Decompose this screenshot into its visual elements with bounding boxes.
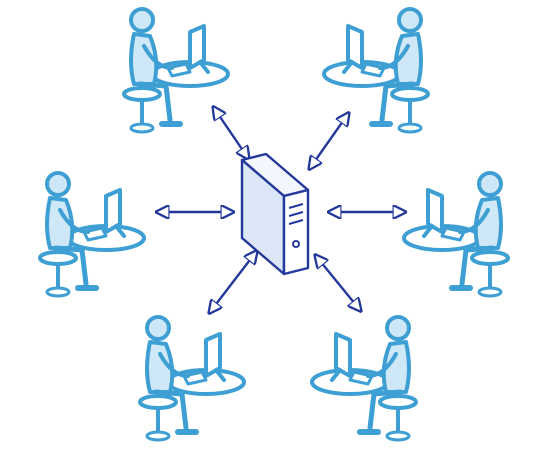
user-at-workstation-icon <box>312 317 416 440</box>
user-at-workstation-icon <box>124 9 228 132</box>
user-at-workstation-icon <box>40 173 144 296</box>
arrow-top-right <box>310 114 348 168</box>
client-top-right <box>324 9 428 132</box>
client-middle-right <box>404 173 508 296</box>
user-at-workstation-icon <box>140 317 244 440</box>
client-bottom-right <box>312 317 416 440</box>
arrow-bottom-right <box>316 256 360 310</box>
user-at-workstation-icon <box>324 9 428 132</box>
client-bottom-left <box>140 317 244 440</box>
client-top-left <box>124 9 228 132</box>
arrow-bottom-left <box>210 252 256 312</box>
user-at-workstation-icon <box>404 173 508 296</box>
client-middle-left <box>40 173 144 296</box>
arrow-top-left <box>214 108 248 158</box>
